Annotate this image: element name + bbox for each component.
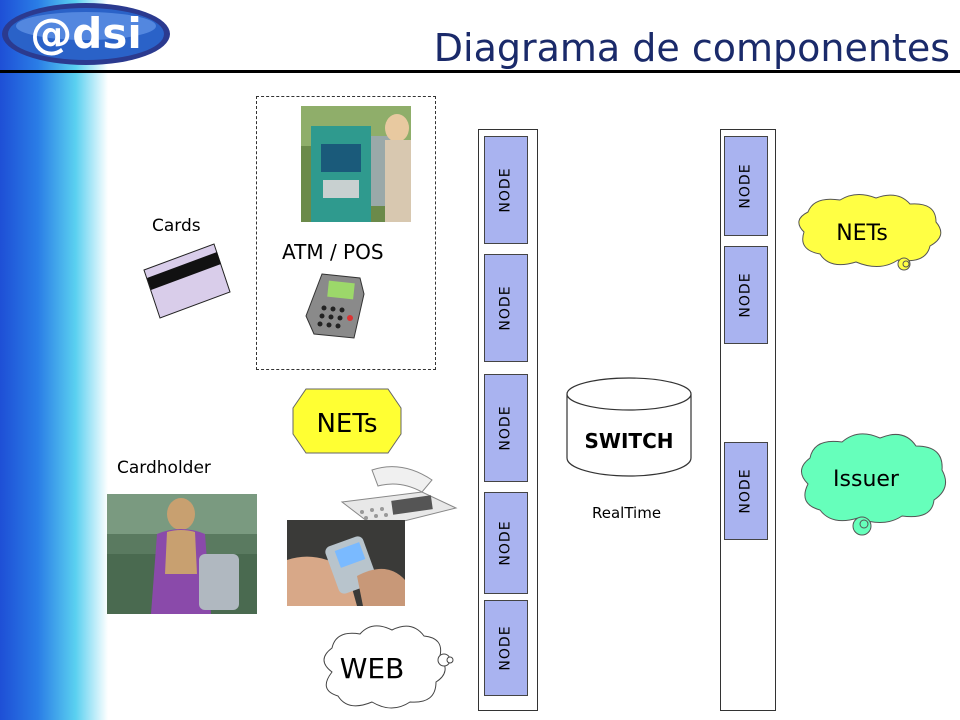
card-icon [143,243,231,319]
cardholder-photo [107,494,257,614]
left-node-3: NODE [484,374,528,482]
atm-pos-label: ATM / POS [282,240,384,264]
cardholder-label: Cardholder [117,458,211,478]
adsi-logo: @dsi [2,3,170,65]
switch-database: SWITCH [566,377,692,477]
right-node-1: NODE [724,136,768,236]
realtime-label: RealTime [592,504,662,522]
web-cloud: WEB [323,625,454,709]
pos-terminal-icon [305,273,365,339]
nets-hexagon-label: NETs [316,409,377,439]
switch-label: SWITCH [585,429,674,453]
cards-label: Cards [152,216,201,236]
logo-text: @dsi [30,9,141,58]
page-title: Diagrama de componentes [433,26,950,70]
left-node-5: NODE [484,600,528,696]
mobile-phone-photo [287,520,405,606]
title-divider [0,70,960,73]
nets-cloud-label: NETs [836,221,888,246]
left-node-2: NODE [484,254,528,362]
left-node-1: NODE [484,136,528,244]
atm-photo [301,106,411,222]
telephone-icon [340,466,458,529]
atm-pos-group [256,96,436,370]
right-node-2: NODE [724,246,768,344]
left-node-4: NODE [484,492,528,594]
issuer-label: Issuer [833,467,900,492]
nets-hexagon: NETs [292,388,402,454]
issuer-cloud: Issuer [801,433,947,536]
right-node-3: NODE [724,442,768,540]
nets-cloud: NETs [798,194,942,271]
left-gradient-band [0,0,108,720]
web-label: WEB [340,652,405,685]
